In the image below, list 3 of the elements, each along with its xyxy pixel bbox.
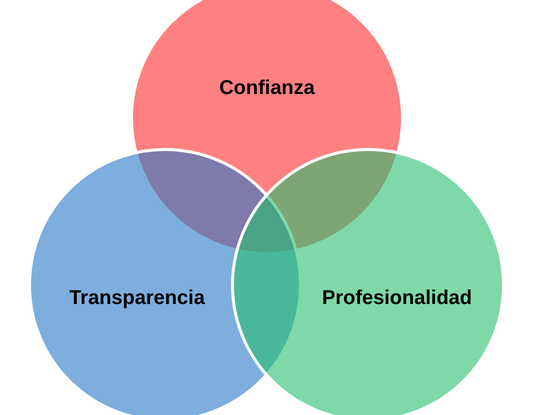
circle-label: Profesionalidad xyxy=(322,286,472,311)
circle-label: Transparencia xyxy=(69,286,205,311)
circle-label: Confianza xyxy=(219,76,315,101)
